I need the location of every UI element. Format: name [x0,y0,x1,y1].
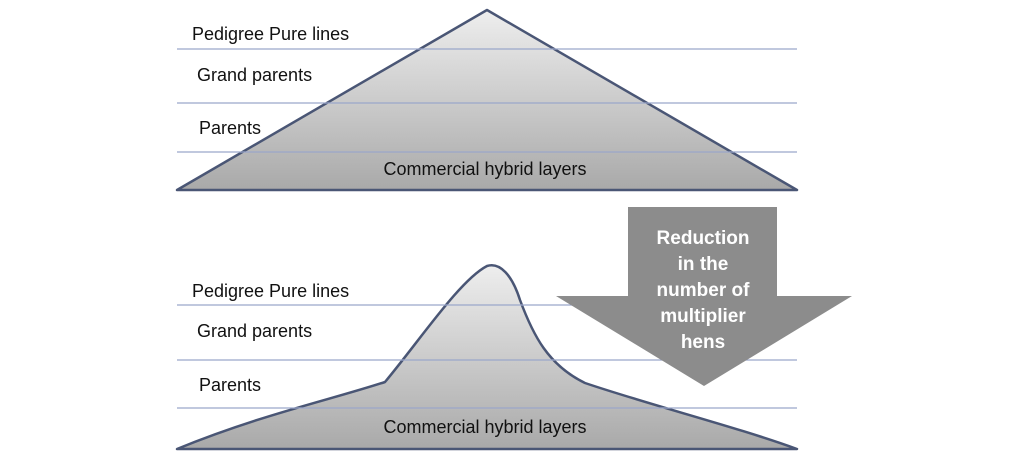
arrow-line-4: multiplier [660,306,746,327]
reduction-arrow: Reduction in the number of multiplier he… [556,207,852,386]
top-pyramid: Pedigree Pure lines Grand parents Parent… [175,8,799,192]
bottom-pyramid: Pedigree Pure lines Grand parents Parent… [175,264,799,451]
top-level-3-label: Parents [199,118,261,138]
arrow-line-1: Reduction [657,228,750,249]
top-pyramid-shape [175,8,799,192]
bottom-base-label: Commercial hybrid layers [383,417,586,437]
bottom-pyramid-shape [175,264,799,451]
arrow-line-3: number of [657,280,751,301]
arrow-line-2: in the [678,254,729,275]
top-level-2-label: Grand parents [197,65,312,85]
bottom-level-2-label: Grand parents [197,321,312,341]
arrow-line-5: hens [681,332,725,353]
reduction-arrow-shape [556,207,852,386]
bottom-level-3-label: Parents [199,375,261,395]
top-base-label: Commercial hybrid layers [383,159,586,179]
bottom-level-1-label: Pedigree Pure lines [192,281,349,301]
top-level-1-label: Pedigree Pure lines [192,24,349,44]
